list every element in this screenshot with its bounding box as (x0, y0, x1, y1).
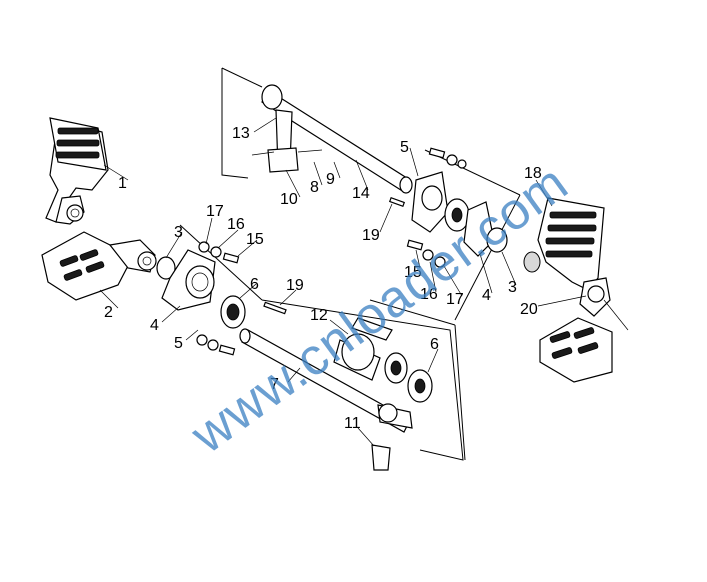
label-part-3-right: 3 (508, 279, 517, 296)
label-part-8: 8 (310, 179, 319, 196)
leader-lines (99, 117, 587, 447)
upper-shaft-assembly (251, 84, 413, 208)
label-part-13: 13 (232, 125, 250, 142)
pedal-right-upper (537, 197, 605, 291)
label-part-10: 10 (280, 191, 298, 208)
brake-pedal-left (45, 117, 109, 225)
lower-shaft-assembly (239, 317, 433, 471)
left-bracket-assembly (156, 241, 287, 356)
label-part-5-left-bottom: 5 (174, 335, 183, 352)
label-part-17-right: 17 (446, 291, 464, 308)
label-part-2: 2 (104, 304, 113, 321)
label-part-9: 9 (326, 171, 335, 188)
label-part-11: 11 (344, 415, 361, 432)
right-bracket-assembly (406, 147, 541, 273)
label-part-15-left: 15 (246, 231, 264, 248)
clutch-pedal-left (41, 231, 157, 301)
label-part-19-right: 19 (362, 227, 380, 244)
part-labels: 1 2 3 4 5 17 16 15 6 19 12 7 6 11 13 10 … (104, 125, 542, 432)
label-part-6-left: 6 (250, 276, 259, 293)
label-part-16-right: 16 (420, 286, 438, 303)
label-part-15-right: 15 (404, 264, 422, 281)
label-part-4-right: 4 (482, 287, 491, 304)
label-part-18: 18 (524, 165, 542, 182)
label-part-4-left: 4 (150, 317, 159, 334)
label-part-7: 7 (270, 376, 279, 393)
label-part-1: 1 (118, 175, 127, 192)
label-part-19-left: 19 (286, 277, 304, 294)
pedal-right-lower (539, 277, 629, 383)
label-part-14: 14 (352, 185, 370, 202)
label-part-3-left: 3 (174, 224, 183, 241)
label-part-16-left: 16 (227, 216, 245, 233)
label-part-17-left: 17 (206, 203, 224, 220)
label-part-20: 20 (520, 301, 538, 318)
label-part-6-right: 6 (430, 336, 439, 353)
label-part-5-left-top: 5 (400, 139, 409, 156)
label-part-12: 12 (310, 307, 328, 324)
